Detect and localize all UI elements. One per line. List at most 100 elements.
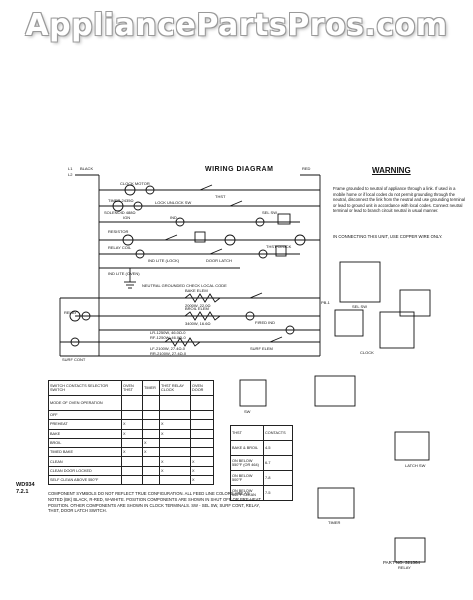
table-cell: X (142, 437, 160, 449)
table-cell: X (121, 419, 143, 430)
label-relay-sketch: RELAY (398, 565, 411, 570)
table-cell (190, 447, 214, 458)
label-surf-rating-3: RR-2100W, 27.4Ω-0 (150, 351, 187, 356)
table-cell: X (159, 419, 191, 430)
label-sel-sw: SEL SW (262, 210, 277, 215)
table-cell (190, 428, 214, 439)
table-cell (190, 409, 214, 421)
label-surf-rating-2: LF-2100W, 27.4Ω-0 (150, 346, 186, 351)
legend-note: COMPONENT SYMBOLS DO NOT REFLECT TRUE CO… (48, 491, 261, 514)
table-cell (121, 437, 143, 449)
table-cell: PREHEAT (48, 419, 122, 430)
table-header-cell: OVEN THST (121, 380, 143, 396)
table-cell: X (142, 447, 160, 458)
table-cell: X (121, 428, 143, 439)
label-bake-rating: 2000W, 22.0Ω (185, 303, 211, 308)
label-surf-rating-0: LR-1250W, 46.0Ω-0 (150, 330, 186, 335)
table-cell (142, 428, 160, 439)
table-header-cell: TIMER (142, 380, 160, 396)
label-relay-coil: RELAY COIL (108, 245, 132, 250)
label-pb: PB-1 (321, 300, 330, 305)
warning-note: IN CONNECTING THIS UNIT, USE COPPER WIRE… (333, 234, 443, 239)
table-cell: CLEAN (48, 456, 122, 467)
table-cell: X (159, 456, 191, 467)
table-row: SWITCH CONTACTS SELECTOR SWITCH OVEN THS… (48, 380, 214, 396)
table-cell: BAKE (48, 428, 122, 439)
label-ign: IGN (123, 215, 131, 220)
table-cell: X (121, 447, 143, 458)
label-bake-elem: BAKE ELEM (185, 288, 208, 293)
table-cell: 7-8 (263, 470, 293, 486)
label-door-latch: DOOR LATCH (206, 258, 232, 263)
table-cell: TIMED BAKE (48, 447, 122, 458)
label-resistor: RESISTOR (108, 229, 129, 234)
table-header-cell: THST RELAY CLOCK (159, 380, 191, 396)
table-cell: X (159, 465, 191, 477)
label-clock: CLOCK MOTOR (120, 181, 150, 186)
table-cell: BROIL (48, 437, 122, 449)
line-label-red: RED (302, 166, 311, 171)
table-cell: ON BELOW 500°F (230, 470, 264, 486)
table-cell (142, 465, 160, 477)
label-lock-unlock: LOCK UNLOCK SW (155, 200, 192, 205)
table-cell: OFF (48, 409, 122, 421)
table-cell: MODE OF OVEN OPERATION (48, 395, 122, 411)
table-cell: X (159, 428, 191, 439)
table-cell (142, 409, 160, 421)
table-cell: 4-5 (263, 440, 293, 456)
table-cell: 7-5 (263, 485, 293, 501)
part-number: PART NO. 321364 (383, 560, 421, 565)
label-neutral-ground: NEUTRAL GROUNDED CHECK LOCAL CODE (142, 283, 227, 288)
line-label-black: BLACK (80, 166, 94, 171)
label-ind-lite-oven: IND LITE (OVEN) (108, 271, 140, 276)
table-cell (190, 437, 214, 449)
table-cell (159, 409, 191, 421)
table-cell (121, 465, 143, 477)
table-cell: X (190, 456, 214, 467)
label-surf-cont: SURF CONT (62, 357, 86, 362)
table-cell (190, 419, 214, 430)
line-label-l2: L2 (68, 172, 73, 177)
model-rev: 7.2.1 (16, 489, 29, 495)
label-broil-rating: 3400W, 16.6Ω (185, 321, 211, 326)
table-cell: BAKE & BROIL (230, 440, 264, 456)
label-surf-rating-1: RF-1250W, 46.0Ω-0 (150, 335, 186, 340)
table-cell: ON BELOW 550°F (OR 464) (230, 455, 264, 471)
table-cell (121, 456, 143, 467)
warning-heading: WARNING (372, 166, 411, 175)
table-cell (159, 395, 191, 411)
label-timer-sketch: TIMER (328, 520, 341, 525)
warning-body: Frame grounded to neutral of appliance t… (333, 186, 465, 214)
table-cell (121, 395, 143, 411)
label-timer: TIMER 2435Ω (108, 198, 134, 203)
label-ind-lite-lock: IND LITE (LOCK) (148, 258, 180, 263)
table-cell (142, 475, 160, 486)
table-row: OFF (48, 409, 214, 421)
table-cell: CLEAN DOOR LOCKED (48, 465, 122, 477)
label-sw-sketch: SW (244, 409, 251, 414)
table-cell: SELF CLEAN ABOVE 550°F (48, 475, 122, 486)
table-cell (159, 447, 191, 458)
table-cell (142, 419, 160, 430)
label-ind: IND (170, 215, 177, 220)
label-relay: RELAY (64, 310, 77, 315)
table-cell (190, 395, 214, 411)
table-row: ON BELOW 550°F (OR 464)6-7 (230, 455, 293, 471)
table-cell: X (190, 465, 214, 477)
site-watermark: AppliancePartsPros.com (25, 8, 448, 43)
diagram-title: WIRING DIAGRAM (205, 166, 274, 173)
label-solenoid: SOLENOID 488Ω (104, 210, 136, 215)
table-cell (142, 395, 160, 411)
table-header-cell: CONTACTS (263, 425, 293, 441)
label-thst: THST (215, 194, 226, 199)
table-row: THST CONTACTS (230, 425, 293, 441)
